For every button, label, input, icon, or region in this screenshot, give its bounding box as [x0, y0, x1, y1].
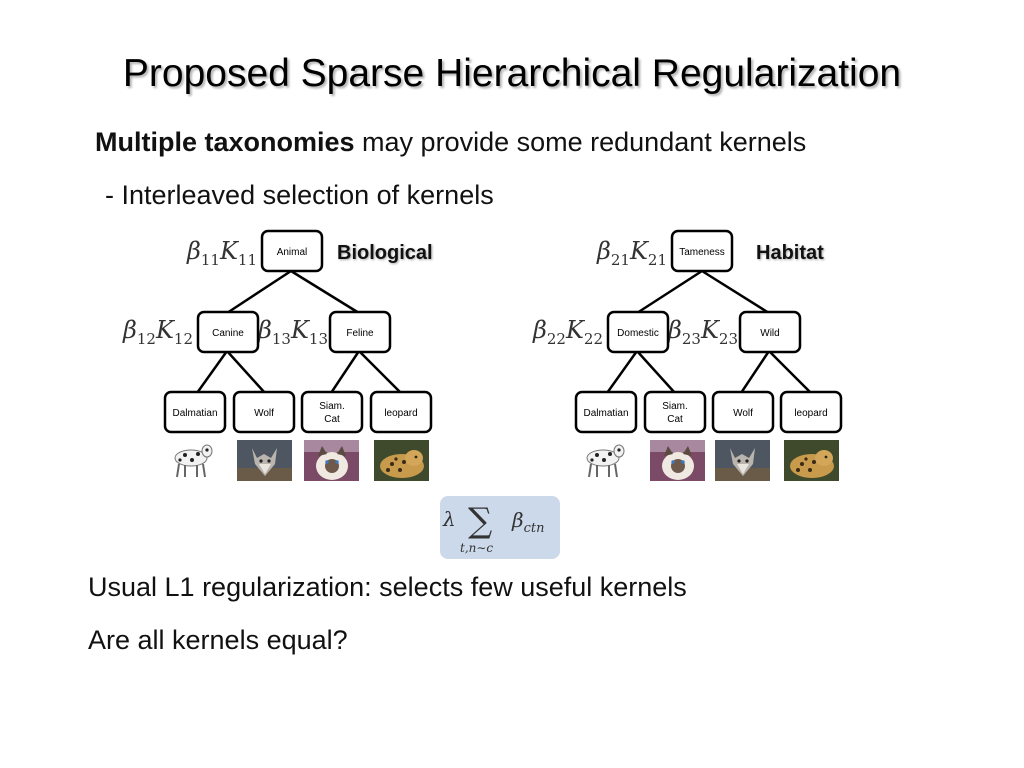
slide-title: Proposed Sparse Hierarchical Regularizat…: [122, 52, 902, 95]
tree-edges: [605, 269, 812, 394]
leaf-node-4: leopard: [369, 390, 433, 434]
node-root: Tameness: [670, 229, 734, 273]
beta-k-root: β11K11: [186, 237, 257, 269]
node-right-label: Wild: [760, 328, 779, 339]
leaf-node-4: leopard: [779, 390, 843, 434]
beta-k-left: β12K12: [122, 316, 193, 348]
leaf-label-1: Dalmatian: [172, 408, 217, 419]
sum-index: t,n∼c: [460, 541, 493, 555]
leaf-label-3: Wolf: [733, 408, 753, 419]
lambda-symbol: λ: [442, 507, 456, 531]
leaf-label-2: Wolf: [254, 408, 274, 419]
node-root-label: Animal: [277, 247, 308, 258]
node-left: Canine: [196, 310, 260, 354]
tree-label: Biological: [337, 242, 433, 264]
wolf-image: [237, 440, 292, 481]
bullet-rest: may provide some redundant kernels: [354, 127, 807, 157]
leaf-label-3: Siam.Cat: [319, 401, 345, 425]
beta-k-left: β22K22: [532, 316, 603, 348]
beta-k-root: β21K21: [596, 237, 667, 269]
beta-k-right: β13K13: [257, 316, 328, 348]
leaf-label-4: leopard: [384, 408, 417, 419]
leaf-label-4: leopard: [794, 408, 827, 419]
node-right-label: Feline: [346, 328, 374, 339]
tree-label: Habitat: [756, 242, 824, 264]
siamese-cat-image: [650, 440, 705, 481]
tree-diagram-biological: β11K11 β12K12 β13K13 Animal Biological C…: [122, 229, 433, 481]
node-left: Domestic: [606, 310, 670, 354]
leopard-image: [784, 440, 839, 481]
bullet-interleaved: - Interleaved selection of kernels: [105, 180, 494, 210]
bold-phrase: Multiple taxonomies: [95, 127, 355, 157]
tree-edges: [195, 269, 402, 394]
leaf-node-2: Siam.Cat: [643, 390, 707, 434]
node-left-label: Domestic: [617, 328, 659, 339]
leaf-node-1: Dalmatian: [574, 390, 638, 434]
dalmatian-image: [577, 440, 629, 480]
node-root: Animal: [260, 229, 324, 273]
bullet-multiple-taxonomies: Multiple taxonomies may provide some red…: [95, 127, 806, 158]
siamese-cat-image: [304, 440, 359, 481]
leaf-node-1: Dalmatian: [163, 390, 227, 434]
leaf-node-3: Siam.Cat: [300, 390, 364, 434]
beta-symbol: βctn: [511, 508, 544, 536]
bullet-kernels-equal: Are all kernels equal?: [88, 625, 348, 655]
node-right: Feline: [328, 310, 392, 354]
tree-diagram-habitat: β21K21 β22K22 β23K23 Tameness Habitat Do…: [532, 229, 843, 481]
node-left-label: Canine: [212, 328, 244, 339]
beta-k-right: β23K23: [667, 316, 738, 348]
dalmatian-image: [165, 440, 217, 480]
regularizer-formula: λ ∑ t,n∼c βctn: [440, 496, 560, 559]
leaf-node-2: Wolf: [232, 390, 296, 434]
wolf-image: [715, 440, 770, 481]
leaf-node-3: Wolf: [711, 390, 775, 434]
node-root-label: Tameness: [679, 247, 725, 258]
sum-symbol: ∑: [468, 501, 492, 541]
leaf-label-2: Siam.Cat: [662, 401, 688, 425]
leopard-image: [374, 440, 429, 481]
leaf-label-1: Dalmatian: [583, 408, 628, 419]
bullet-l1-regularization: Usual L1 regularization: selects few use…: [88, 572, 687, 602]
node-right: Wild: [738, 310, 802, 354]
formula-svg: λ ∑ t,n∼c βctn: [442, 501, 544, 555]
